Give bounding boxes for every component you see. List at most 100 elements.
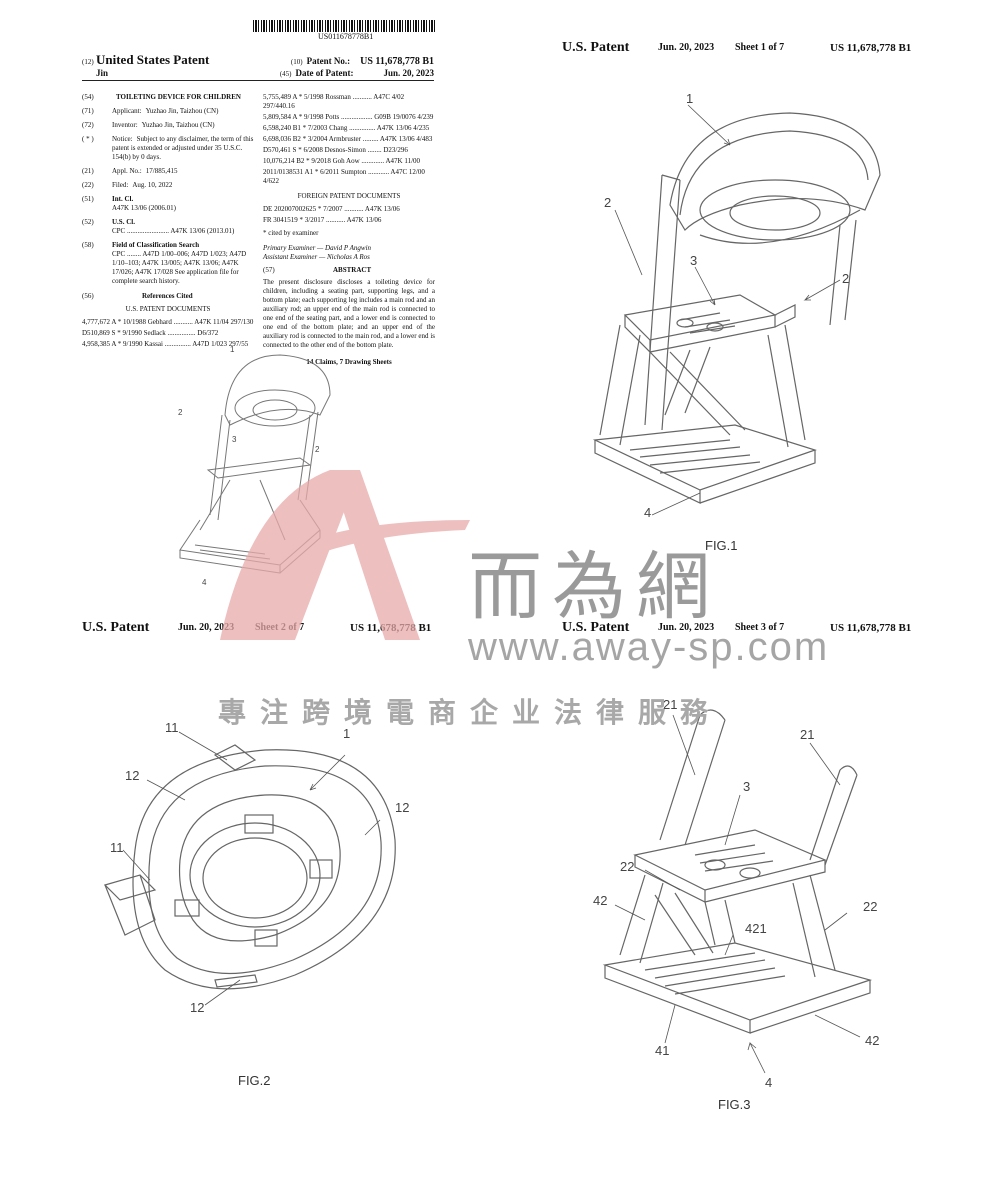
- fig3-ref-22: 22: [620, 859, 634, 874]
- fig1-ref-2b: 2: [842, 271, 849, 286]
- sheet3-number: US 11,678,778 B1: [830, 622, 912, 634]
- field-code: (52): [82, 218, 94, 226]
- us-reference: 4,777,672 A * 10/1988 Gebhard ..........…: [82, 318, 254, 326]
- fig3-ref-421: 421: [745, 921, 767, 936]
- sheet3-sheet: Sheet 3 of 7: [735, 622, 785, 633]
- abstract-text: The present disclosure discloses a toile…: [263, 278, 435, 349]
- fig3-ref-21b: 21: [800, 727, 814, 742]
- primary-examiner: Primary Examiner — David P Angwin: [263, 244, 372, 252]
- us-reference: 5,809,584 A * 9/1998 Potts .............…: [263, 113, 434, 121]
- field-label: Int. Cl.: [112, 195, 134, 203]
- abstract-code: (57): [263, 266, 275, 274]
- fig1-ref-2: 2: [604, 195, 611, 210]
- field-label: Inventor:: [112, 121, 138, 129]
- field-value: 17/885,415: [145, 167, 178, 175]
- sheet3-date: Jun. 20, 2023: [658, 622, 715, 633]
- fig3-ref-42: 42: [593, 893, 607, 908]
- us-reference: D510,869 S * 9/1990 Sedlack ............…: [82, 329, 219, 337]
- fig3-ref-4: 4: [765, 1075, 772, 1090]
- field-value: Yuzhao Jin, Taizhou (CN): [145, 107, 219, 115]
- patent-no: US 11,678,778 B1: [360, 56, 434, 67]
- sheet1-number: US 11,678,778 B1: [830, 42, 912, 54]
- sheet1-patent: U.S. Patent: [562, 40, 630, 55]
- field-value: CPC ........ A47D 1/00–006; A47D 1/023; …: [112, 250, 247, 285]
- code-45: (45): [279, 70, 292, 78]
- patent-no-label: Patent No.:: [306, 56, 351, 66]
- biblio-field: (21)Appl. No.:17/885,415: [82, 167, 254, 176]
- fig1-drawing: 1 2 3 2 4: [592, 91, 881, 520]
- fig3-drawing: 21 21 3 22 42 421 22 41 42 4: [593, 697, 879, 1090]
- refs-code: (56): [82, 292, 94, 300]
- field-code: (21): [82, 167, 94, 175]
- fig2-drawing: 11 1 12 12 11 12: [103, 720, 409, 1015]
- biblio-field: (54) TOILETING DEVICE FOR CHILDREN: [82, 93, 254, 102]
- biblio-field: (52) U.S. Cl.CPC ........................…: [82, 218, 254, 236]
- fig2-ref-11: 11: [165, 720, 179, 735]
- front-ref-1: 1: [230, 345, 235, 354]
- field-code: (54): [82, 93, 94, 101]
- fig2-ref-1: 1: [343, 726, 350, 741]
- front-right-column: 5,755,489 A * 5/1998 Rossman ...........…: [263, 93, 435, 367]
- field-code: (51): [82, 195, 94, 203]
- fig2-ref-12b: 12: [395, 800, 409, 815]
- biblio-field: (71) Applicant:Yuzhao Jin, Taizhou (CN): [82, 107, 254, 116]
- abstract-title: ABSTRACT: [333, 266, 372, 274]
- biblio-field: ( * ) Notice:Subject to any disclaimer, t…: [82, 135, 254, 162]
- foreign-reference: FR 3041519 * 3/2017 ........... A47K 13/…: [263, 216, 382, 224]
- field-code: (71): [82, 107, 94, 115]
- field-code: (22): [82, 181, 94, 189]
- fig1-label: FIG.1: [705, 538, 738, 553]
- field-value: TOILETING DEVICE FOR CHILDREN: [116, 93, 241, 101]
- fig1-ref-3: 3: [690, 253, 697, 268]
- field-value: Subject to any disclaimer, the term of t…: [112, 135, 254, 161]
- assistant-examiner: Assistant Examiner — Nicholas A Ros: [263, 253, 370, 261]
- us-reference: 6,698,036 B2 * 3/2004 Armbruster .......…: [263, 135, 433, 143]
- front-ref-2: 2: [178, 408, 183, 417]
- fig3-label: FIG.3: [718, 1097, 751, 1112]
- field-value: CPC ........................ A47K 13/06 …: [112, 227, 235, 235]
- front-ref-3: 3: [232, 435, 237, 444]
- biblio-field: (51) Int. Cl.A47K 13/06 (2006.01): [82, 195, 254, 213]
- fig3-ref-3: 3: [743, 779, 750, 794]
- code-12: (12): [82, 58, 94, 66]
- field-code: ( * ): [82, 135, 94, 143]
- biblio-field: (22)Filed:Aug. 10, 2022: [82, 181, 254, 190]
- barcode-number: US011678778B1: [318, 32, 374, 41]
- sheet2-patent: U.S. Patent: [82, 620, 150, 635]
- us-reference: 6,598,240 B1 * 7/2003 Chang ............…: [263, 124, 430, 132]
- code-10: (10): [290, 58, 303, 66]
- foreign-reference: DE 202007002625 * 7/2007 ........... A47…: [263, 205, 400, 213]
- fig2-ref-12: 12: [125, 768, 139, 783]
- front-drawing: 1 2 3 2 4: [178, 345, 331, 587]
- field-label: Field of Classification Search: [112, 241, 200, 249]
- fig2-ref-11b: 11: [110, 840, 124, 855]
- us-reference: 2011/0138531 A1 * 6/2011 Sumpton .......…: [263, 168, 425, 185]
- sheet2-number: US 11,678,778 B1: [350, 622, 432, 634]
- fig2-label: FIG.2: [238, 1073, 271, 1088]
- field-code: (58): [82, 241, 94, 249]
- fig3-ref-42b: 42: [865, 1033, 879, 1048]
- foreign-title: FOREIGN PATENT DOCUMENTS: [297, 192, 401, 200]
- claims-count: 14 Claims, 7 Drawing Sheets: [306, 358, 392, 366]
- field-label: Applicant:: [112, 107, 142, 115]
- field-label: U.S. Cl.: [112, 218, 135, 226]
- biblio-field: (72)Inventor:Yuzhao Jin, Taizhou (CN): [82, 121, 254, 130]
- us-reference: 10,076,214 B2 * 9/2018 Goh Aow .........…: [263, 157, 421, 165]
- sheet2-date: Jun. 20, 2023: [178, 622, 235, 633]
- refs-title: References Cited: [142, 292, 193, 300]
- sheet3-patent: U.S. Patent: [562, 620, 630, 635]
- header-rule: [82, 80, 434, 81]
- field-value: Aug. 10, 2022: [132, 181, 173, 189]
- field-label: Notice:: [112, 135, 133, 143]
- sheet1-sheet: Sheet 1 of 7: [735, 42, 785, 53]
- front-ref-2b: 2: [315, 445, 320, 454]
- patent-title: United States Patent: [96, 52, 210, 67]
- fig3-ref-21: 21: [663, 697, 677, 712]
- cited-by-examiner: * cited by examiner: [263, 229, 319, 237]
- front-header: (12) United States Patent (10) Patent No…: [82, 52, 434, 81]
- sheet2-sheet: Sheet 2 of 7: [255, 622, 305, 633]
- field-value: A47K 13/06 (2006.01): [112, 204, 176, 212]
- us-reference: 4,958,385 A * 9/1990 Kassai ............…: [82, 340, 249, 348]
- watermark-cn: 而為網: [468, 544, 720, 630]
